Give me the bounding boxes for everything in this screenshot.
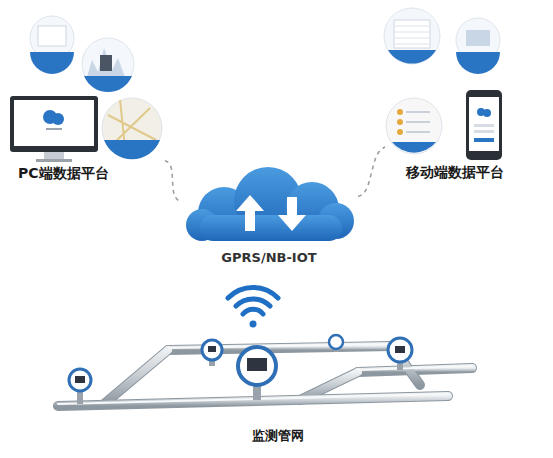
dashed-connector (165, 161, 180, 202)
platform-node: 移动端数据平台 (385, 85, 525, 185)
dashed-connector (358, 147, 385, 197)
mobile-phone (466, 90, 502, 160)
node-label: 监测管网 (252, 428, 304, 444)
network-node: 监测管网 (45, 282, 510, 450)
platform-node: PC端数据平台 (5, 90, 165, 188)
cloud-shape (186, 167, 354, 241)
upload-arrow (236, 195, 264, 231)
cloud-shape (180, 165, 358, 245)
pressure-transmitters (69, 335, 412, 404)
cloud-shape (200, 215, 342, 241)
cloud-node: GPRS/NB-IOT (180, 165, 358, 270)
node-label: GPRS/NB-IOT (221, 250, 316, 266)
download-arrow (278, 197, 306, 231)
node-label: 移动端数据平台 (406, 164, 504, 182)
wifi-symbol (228, 287, 278, 327)
node-label: PC端数据平台 (18, 165, 109, 183)
pc-monitor (10, 96, 98, 162)
thumbnail-circles (384, 8, 500, 154)
